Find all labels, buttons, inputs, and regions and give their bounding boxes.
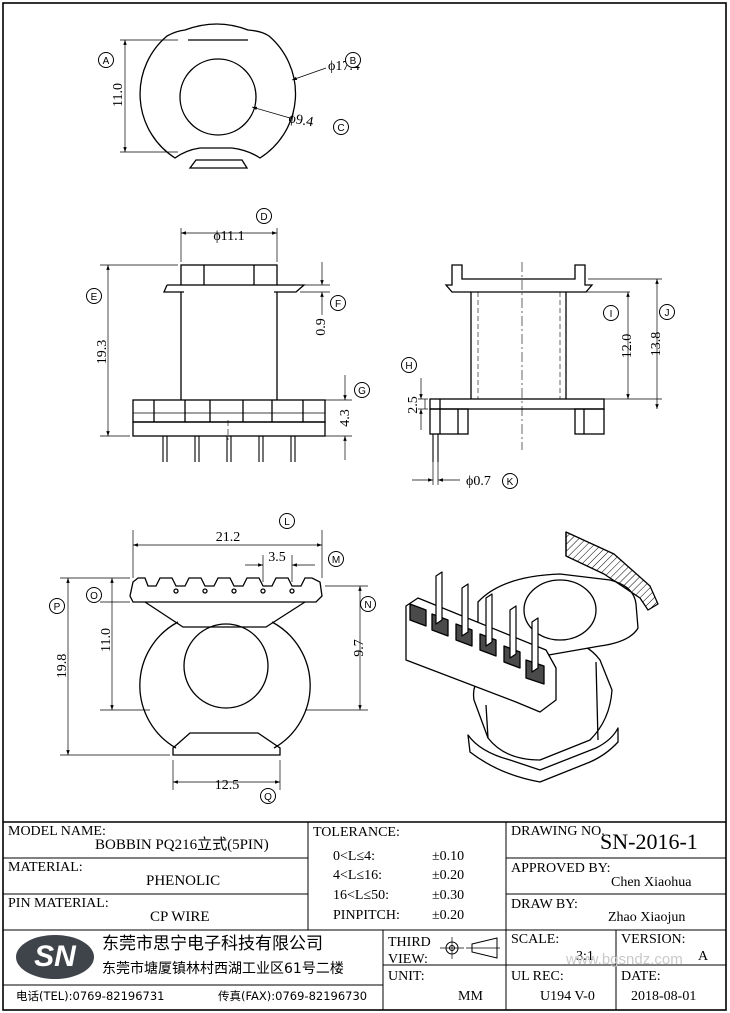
- tolerance-range-4: PINPITCH:: [333, 908, 400, 923]
- tolerance-range-2: 4<L≤16:: [333, 868, 383, 883]
- balloon-o-label: O: [90, 591, 98, 602]
- dim-o-value: 11.0: [99, 628, 114, 652]
- approved-by-label: APPROVED BY:: [511, 861, 611, 876]
- balloon-b-label: B: [350, 56, 357, 67]
- model-name-label: MODEL NAME:: [8, 824, 106, 839]
- balloon-d: [256, 208, 272, 224]
- balloon-j-label: J: [665, 308, 670, 319]
- unit-label: UNIT:: [388, 969, 425, 984]
- balloon-j: [659, 304, 675, 320]
- dim-p-value: 19.8: [55, 654, 70, 679]
- dim-j-value: 13.8: [649, 332, 664, 357]
- date-value: 2018-08-01: [631, 989, 697, 1004]
- front-view: [100, 228, 352, 462]
- date-label: DATE:: [621, 969, 661, 984]
- unit-value: MM: [458, 989, 483, 1004]
- balloon-a-label: A: [103, 56, 110, 67]
- balloon-k: [502, 473, 518, 489]
- dim-e-value: 19.3: [95, 340, 110, 365]
- model-name-value: BOBBIN PQ216立式(5PIN): [95, 837, 269, 853]
- bottom-view: [60, 530, 368, 790]
- balloon-n: [360, 596, 376, 612]
- balloon-e-label: E: [91, 292, 98, 303]
- drawing-no-label: DRAWING NO.: [511, 824, 605, 839]
- balloon-m: [328, 551, 344, 567]
- dim-a-value: 11.0: [111, 83, 126, 107]
- balloon-q: [260, 788, 276, 804]
- drawing-no-value: SN-2016-1: [600, 829, 698, 854]
- title-block-grid: [3, 821, 726, 1010]
- watermark: www.bgsndz.com: [566, 951, 683, 968]
- isometric-view: [405, 531, 659, 783]
- balloon-d-label: D: [260, 212, 267, 223]
- top-view: [120, 23, 327, 169]
- company-fax: 传真(FAX):0769-82196730: [218, 989, 368, 1003]
- ul-rec-value: U194 V-0: [540, 989, 595, 1004]
- balloon-g: [354, 382, 370, 398]
- pin-material-label: PIN MATERIAL:: [8, 896, 109, 911]
- dim-m-value: 3.5: [268, 550, 286, 565]
- material-value: PHENOLIC: [146, 873, 221, 889]
- dim-q-value: 12.5: [215, 778, 240, 793]
- company-tel: 电话(TEL):0769-82196731: [16, 989, 165, 1003]
- balloon-f-label: F: [335, 299, 341, 310]
- tolerance-label: TOLERANCE:: [313, 825, 400, 840]
- balloon-b: [345, 52, 361, 68]
- tolerance-value-1: ±0.10: [432, 849, 465, 864]
- dim-i-value: 12.0: [620, 334, 635, 359]
- dim-d-value: ϕ11.1: [213, 229, 244, 244]
- balloon-p: [49, 598, 65, 614]
- company-address: 东莞市塘厦镇林村西湖工业区61号二楼: [102, 961, 344, 977]
- balloon-m-label: M: [332, 555, 340, 566]
- balloon-h: [401, 357, 417, 373]
- third-view-label: THIRD VIEW:: [388, 935, 431, 967]
- scale-value: 3:1: [576, 949, 594, 964]
- tolerance-range-3: 16<L≤50:: [333, 888, 390, 903]
- balloon-n-label: N: [364, 600, 371, 611]
- balloon-o: [86, 587, 102, 603]
- draw-by-value: Zhao Xiaojun: [608, 910, 686, 925]
- balloon-f: [330, 295, 346, 311]
- side-view: [412, 262, 662, 485]
- tolerance-value-4: ±0.20: [432, 908, 465, 923]
- balloon-g-label: G: [358, 386, 366, 397]
- dim-n-value: 9.7: [352, 639, 367, 657]
- pin-material-value: CP WIRE: [150, 909, 210, 925]
- tolerance-value-3: ±0.30: [432, 888, 465, 903]
- dim-g-value: 4.3: [338, 409, 353, 427]
- balloon-k-label: K: [507, 477, 514, 488]
- balloon-l-label: L: [284, 517, 290, 528]
- version-value: A: [698, 949, 709, 964]
- balloon-c: [333, 119, 349, 135]
- balloon-q-label: Q: [264, 792, 272, 803]
- approved-by-value: Chen Xiaohua: [611, 875, 692, 890]
- scale-label: SCALE:: [511, 932, 560, 947]
- version-label: VERSION:: [621, 932, 686, 947]
- balloon-c-label: C: [337, 123, 344, 134]
- dim-c-value: ϕ9.4: [287, 111, 314, 130]
- company-name: 东莞市思宁电子科技有限公司: [102, 934, 323, 954]
- balloon-i: [603, 305, 619, 321]
- tolerance-value-2: ±0.20: [432, 868, 465, 883]
- balloon-h-label: H: [405, 361, 412, 372]
- balloon-p-label: P: [54, 602, 61, 613]
- balloon-i-label: I: [610, 309, 613, 320]
- balloon-layer: A B C D E F G H I J K L M N O P Q: [49, 52, 675, 804]
- ul-rec-label: UL REC:: [511, 969, 564, 984]
- dim-l-value: 21.2: [216, 530, 241, 545]
- tolerance-range-1: 0<L≤4:: [333, 849, 376, 864]
- balloon-e: [86, 288, 102, 304]
- balloon-l: [279, 513, 295, 529]
- draw-by-label: DRAW BY:: [511, 897, 578, 912]
- dim-h-value: 2.5: [406, 396, 421, 414]
- company-logo: SN: [16, 935, 94, 979]
- dim-k-value: ϕ0.7: [466, 474, 491, 489]
- material-label: MATERIAL:: [8, 860, 83, 875]
- dim-f-value: 0.9: [314, 318, 329, 336]
- balloon-a: [98, 52, 114, 68]
